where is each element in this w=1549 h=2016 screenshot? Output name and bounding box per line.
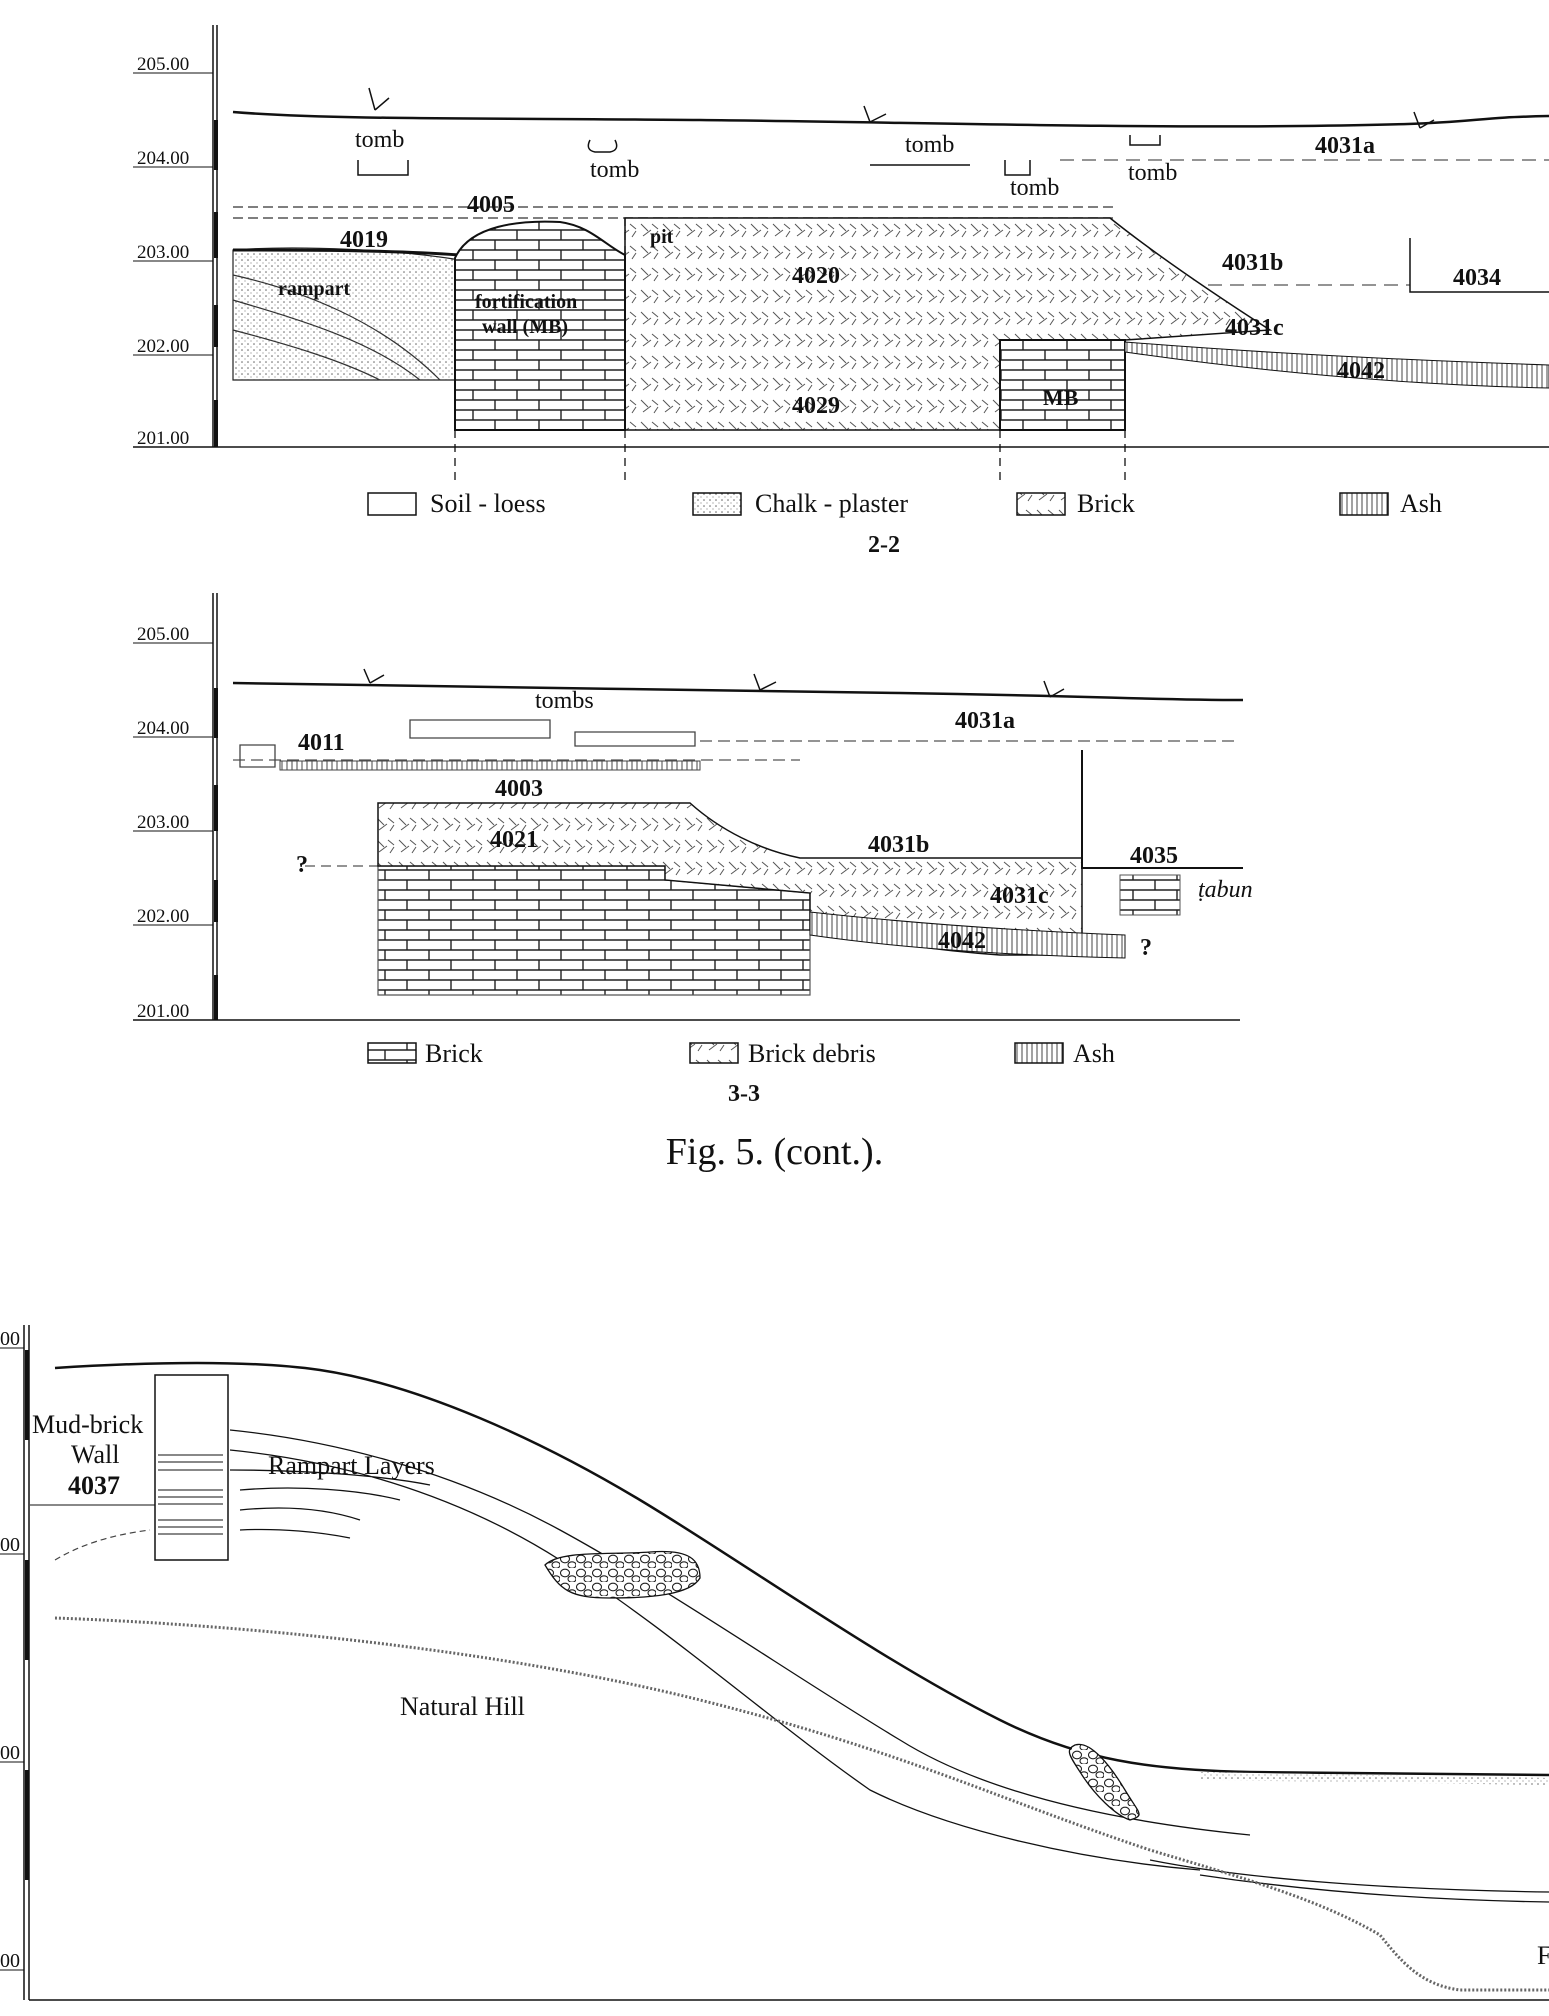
- elevation-axis-3-3: 205.00 204.00 203.00 202.00 201.00: [133, 593, 1240, 1022]
- legend-label: Chalk - plaster: [755, 489, 908, 518]
- layer-label: 4011: [298, 730, 345, 756]
- layer-label: wall (MB): [482, 316, 568, 338]
- axis-tick: 00: [0, 1328, 20, 1350]
- layer-label: tomb: [905, 132, 954, 158]
- edge-label: F: [1537, 1941, 1549, 1970]
- section-2-2: 205.00 204.00 203.00 202.00 201.00: [133, 25, 1549, 558]
- layer-label: 4031a: [955, 708, 1015, 734]
- wall-label: Wall: [71, 1440, 119, 1469]
- axis-tick: 204.00: [137, 718, 189, 739]
- layer-label: 4005: [467, 192, 515, 218]
- layer-label: 4031a: [1315, 133, 1375, 159]
- layer-label: ṭabun: [1198, 877, 1253, 903]
- section-title: 3-3: [728, 1081, 760, 1107]
- layer-label: 4021: [490, 827, 538, 853]
- section-title: 2-2: [868, 532, 900, 558]
- legend-label: Brick: [425, 1039, 483, 1068]
- legend-label: Ash: [1400, 489, 1442, 518]
- axis-tick: 203.00: [137, 812, 189, 833]
- axis-tick: 00: [0, 1534, 20, 1556]
- layer-label: 4019: [340, 227, 388, 253]
- elevation-axis-2-2: 205.00 204.00 203.00 202.00 201.00: [133, 25, 1549, 449]
- legend-2-2: Soil - loess Chalk - plaster Brick Ash 2…: [367, 489, 1442, 558]
- section-natural-hill: 00 00 00 00 Mud-brick Wall 4037 Rampart …: [0, 1325, 1549, 2001]
- layer-label: 4031b: [868, 832, 929, 858]
- legend-3-3: Brick Brick debris Ash 3-3: [367, 1039, 1115, 1107]
- elevation-axis-lower: 00 00 00 00: [0, 1325, 1549, 2001]
- rampart-label: Rampart Layers: [268, 1451, 435, 1480]
- axis-tick: 204.00: [137, 148, 189, 169]
- figure-caption: Fig. 5. (cont.).: [665, 1131, 884, 1173]
- layer-label: 4035: [1130, 843, 1178, 869]
- layer-label: 4034: [1453, 265, 1501, 291]
- wall-label: Mud-brick: [32, 1410, 143, 1439]
- layer-label: 4031c: [1225, 315, 1284, 341]
- layer-label: ?: [296, 852, 308, 878]
- legend-label: Brick debris: [748, 1039, 876, 1068]
- axis-tick: 205.00: [137, 54, 189, 75]
- axis-tick: 201.00: [137, 428, 189, 449]
- hill-label: Natural Hill: [400, 1692, 525, 1721]
- axis-tick: 202.00: [137, 336, 189, 357]
- layer-label: 4031b: [1222, 250, 1283, 276]
- layer-label: rampart: [278, 278, 351, 300]
- layer-label: ?: [1140, 935, 1152, 961]
- layer-label: 4029: [792, 393, 840, 419]
- layer-label: tombs: [535, 688, 594, 714]
- axis-tick: 205.00: [137, 624, 189, 645]
- axis-tick: 201.00: [137, 1001, 189, 1022]
- axis-tick: 00: [0, 1742, 20, 1764]
- legend-label: Ash: [1073, 1039, 1115, 1068]
- layer-label: 4003: [495, 776, 543, 802]
- axis-tick: 203.00: [137, 242, 189, 263]
- layer-label: pit: [650, 226, 674, 248]
- legend-label: Brick: [1077, 489, 1135, 518]
- layer-label: tomb: [590, 157, 639, 183]
- layer-label: 4042: [1337, 358, 1385, 384]
- layer-label: tomb: [1010, 175, 1059, 201]
- layer-label: 4031c: [990, 883, 1049, 909]
- section-3-3: 205.00 204.00 203.00 202.00 201.00 tombs…: [133, 593, 1253, 1107]
- axis-tick: 202.00: [137, 906, 189, 927]
- legend-label: Soil - loess: [430, 489, 546, 518]
- wall-label: 4037: [68, 1471, 120, 1500]
- layer-label: tomb: [1128, 160, 1177, 186]
- layer-label: tomb: [355, 127, 404, 153]
- layer-label: 4042: [938, 928, 986, 954]
- layer-label: MB: [1043, 385, 1079, 410]
- axis-tick: 00: [0, 1950, 20, 1972]
- layer-label: 4020: [792, 263, 840, 289]
- layer-label: fortification: [475, 291, 577, 313]
